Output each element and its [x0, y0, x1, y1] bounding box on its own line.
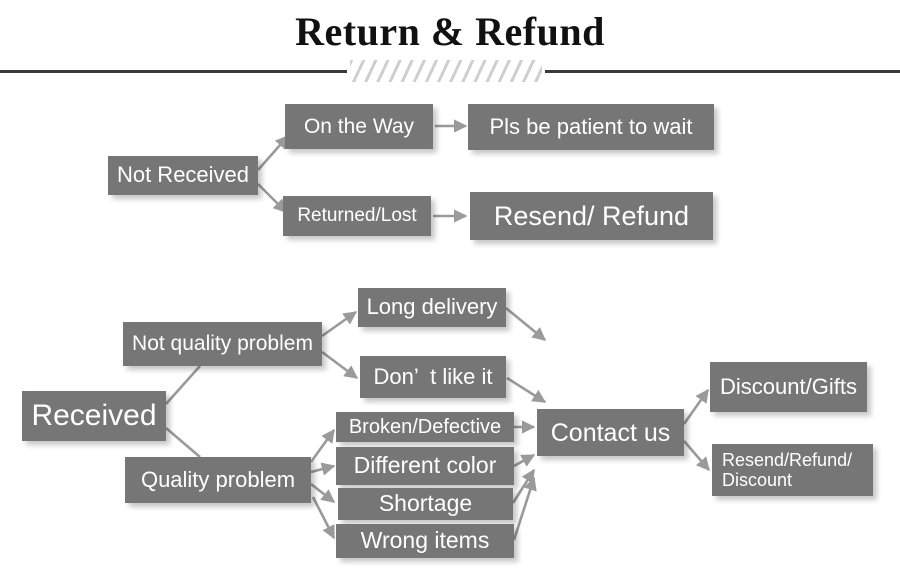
node-shortage[interactable]: Shortage	[338, 488, 513, 520]
edge-quality-problem-to-different-color	[310, 462, 336, 476]
edge-not-received-to-returned-lost	[257, 183, 287, 213]
node-on-the-way[interactable]: On the Way	[285, 104, 433, 149]
edge-long-delivery-to-contact-us	[505, 306, 547, 342]
node-label: Quality problem	[140, 466, 296, 492]
node-discount-gifts[interactable]: Discount/Gifts	[710, 362, 867, 412]
divider-line-left	[0, 70, 347, 73]
node-label: Returned/Lost	[297, 205, 417, 227]
node-not-quality-problem[interactable]: Not quality problem	[123, 322, 322, 366]
node-dont-like-it[interactable]: Don’ t like it	[360, 356, 506, 398]
node-quality-problem[interactable]: Quality problem	[125, 457, 311, 503]
edge-received-to-not-quality-problem	[165, 365, 201, 405]
node-label: Not quality problem	[132, 332, 313, 356]
node-label: Long delivery	[366, 294, 498, 320]
node-label: Broken/Defective	[348, 415, 502, 438]
edge-different-color-to-contact-us	[513, 453, 536, 468]
divider-line-right	[545, 70, 900, 73]
edge-not-received-to-on-the-way	[257, 134, 289, 171]
node-label: Different color	[353, 452, 497, 479]
edge-quality-problem-to-wrong-items	[311, 496, 336, 540]
edge-received-to-quality-problem	[165, 427, 201, 458]
node-label: Not Received	[116, 162, 250, 188]
node-label: Shortage	[378, 490, 473, 517]
node-label: Pls be patient to wait	[489, 113, 693, 139]
edge-wrong-items-to-contact-us	[512, 476, 537, 541]
node-label: On the Way	[303, 114, 415, 138]
page-title: Return & Refund	[295, 9, 605, 54]
edge-shortage-to-contact-us	[511, 468, 536, 504]
node-returned-lost[interactable]: Returned/Lost	[283, 196, 431, 236]
node-long-delivery[interactable]: Long delivery	[358, 288, 506, 327]
edge-quality-problem-to-broken-defective	[309, 428, 336, 463]
divider-hatch	[350, 60, 542, 82]
node-label: Wrong items	[360, 527, 490, 554]
edge-dont-like-it-to-contact-us	[506, 376, 547, 404]
node-label: Received	[31, 399, 157, 433]
node-label: Contact us	[550, 418, 671, 447]
node-broken-defective[interactable]: Broken/Defective	[336, 412, 514, 442]
edge-quality-problem-to-shortage	[310, 482, 336, 504]
node-pls-be-patient[interactable]: Pls be patient to wait	[468, 104, 714, 150]
node-received[interactable]: Received	[22, 391, 166, 441]
node-resend-refund-discount[interactable]: Resend/Refund/ Discount	[712, 444, 873, 496]
edge-contact-us-to-resend-refund-discount	[683, 440, 710, 472]
node-label: Don’ t like it	[373, 363, 493, 389]
node-not-received[interactable]: Not Received	[108, 156, 258, 195]
node-label: Discount/Gifts	[720, 373, 857, 399]
node-different-color[interactable]: Different color	[336, 447, 514, 485]
node-label: Resend/ Refund	[493, 200, 690, 231]
node-label: Resend/Refund/ Discount	[722, 449, 853, 490]
edge-not-quality-problem-to-dont-like-it	[321, 350, 359, 380]
edge-contact-us-to-discount-gifts	[682, 388, 710, 425]
node-wrong-items[interactable]: Wrong items	[336, 524, 514, 558]
node-resend-refund[interactable]: Resend/ Refund	[470, 192, 713, 240]
node-contact-us[interactable]: Contact us	[537, 409, 684, 456]
edge-not-quality-problem-to-long-delivery	[321, 310, 358, 338]
